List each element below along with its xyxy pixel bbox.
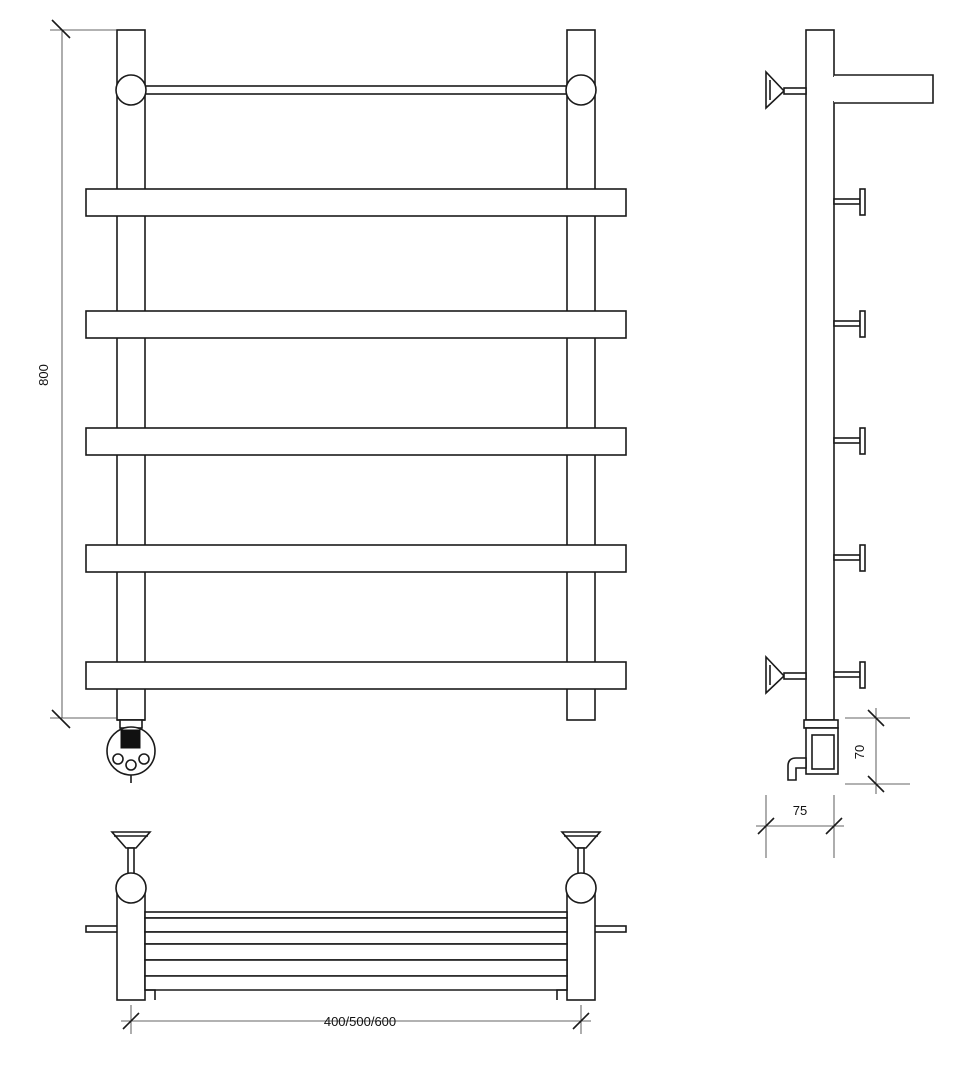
top-view-rung: [144, 959, 568, 977]
connection-height-label: 70: [852, 745, 867, 759]
side-rung-stub: [833, 661, 866, 689]
rung: [85, 427, 627, 456]
rung: [85, 310, 627, 339]
top-view: 400/500/600: [85, 831, 627, 1034]
side-view: 70 75: [756, 29, 934, 858]
width-label: 400/500/600: [324, 1014, 396, 1029]
depth-dimension: 75: [756, 795, 844, 858]
top-bar: [139, 85, 573, 95]
rung: [85, 661, 627, 690]
side-rung-stub: [833, 427, 866, 455]
top-right-fitting: [565, 74, 597, 106]
right-post: [566, 29, 596, 721]
side-rung-stub: [833, 544, 866, 572]
rung: [85, 188, 627, 217]
top-view-left-post: [116, 885, 146, 1001]
top-view-right-mount: [560, 831, 602, 875]
top-view-rung: [144, 911, 568, 919]
height-dimension: 800: [36, 19, 117, 729]
top-left-fitting: [115, 74, 147, 106]
front-view: 800: [36, 19, 627, 783]
top-view-rung: [144, 943, 568, 961]
depth-label: 75: [793, 803, 807, 818]
top-view-rung: [144, 917, 568, 933]
left-post: [116, 29, 146, 721]
side-wall-mount-bottom: [765, 654, 807, 695]
height-label: 800: [36, 364, 51, 386]
top-view-rung: [144, 931, 568, 945]
thermostat-controller-icon: [106, 719, 156, 783]
side-rung-stub: [833, 188, 866, 216]
width-dimension: 400/500/600: [121, 1005, 591, 1034]
connection-height-dimension: 70: [845, 708, 910, 794]
side-post: [805, 29, 835, 721]
side-wall-mount-top: [765, 69, 807, 110]
side-connector: [787, 719, 839, 781]
side-rung-stub: [833, 310, 866, 338]
rung: [85, 544, 627, 573]
top-view-left-mount: [110, 831, 152, 875]
